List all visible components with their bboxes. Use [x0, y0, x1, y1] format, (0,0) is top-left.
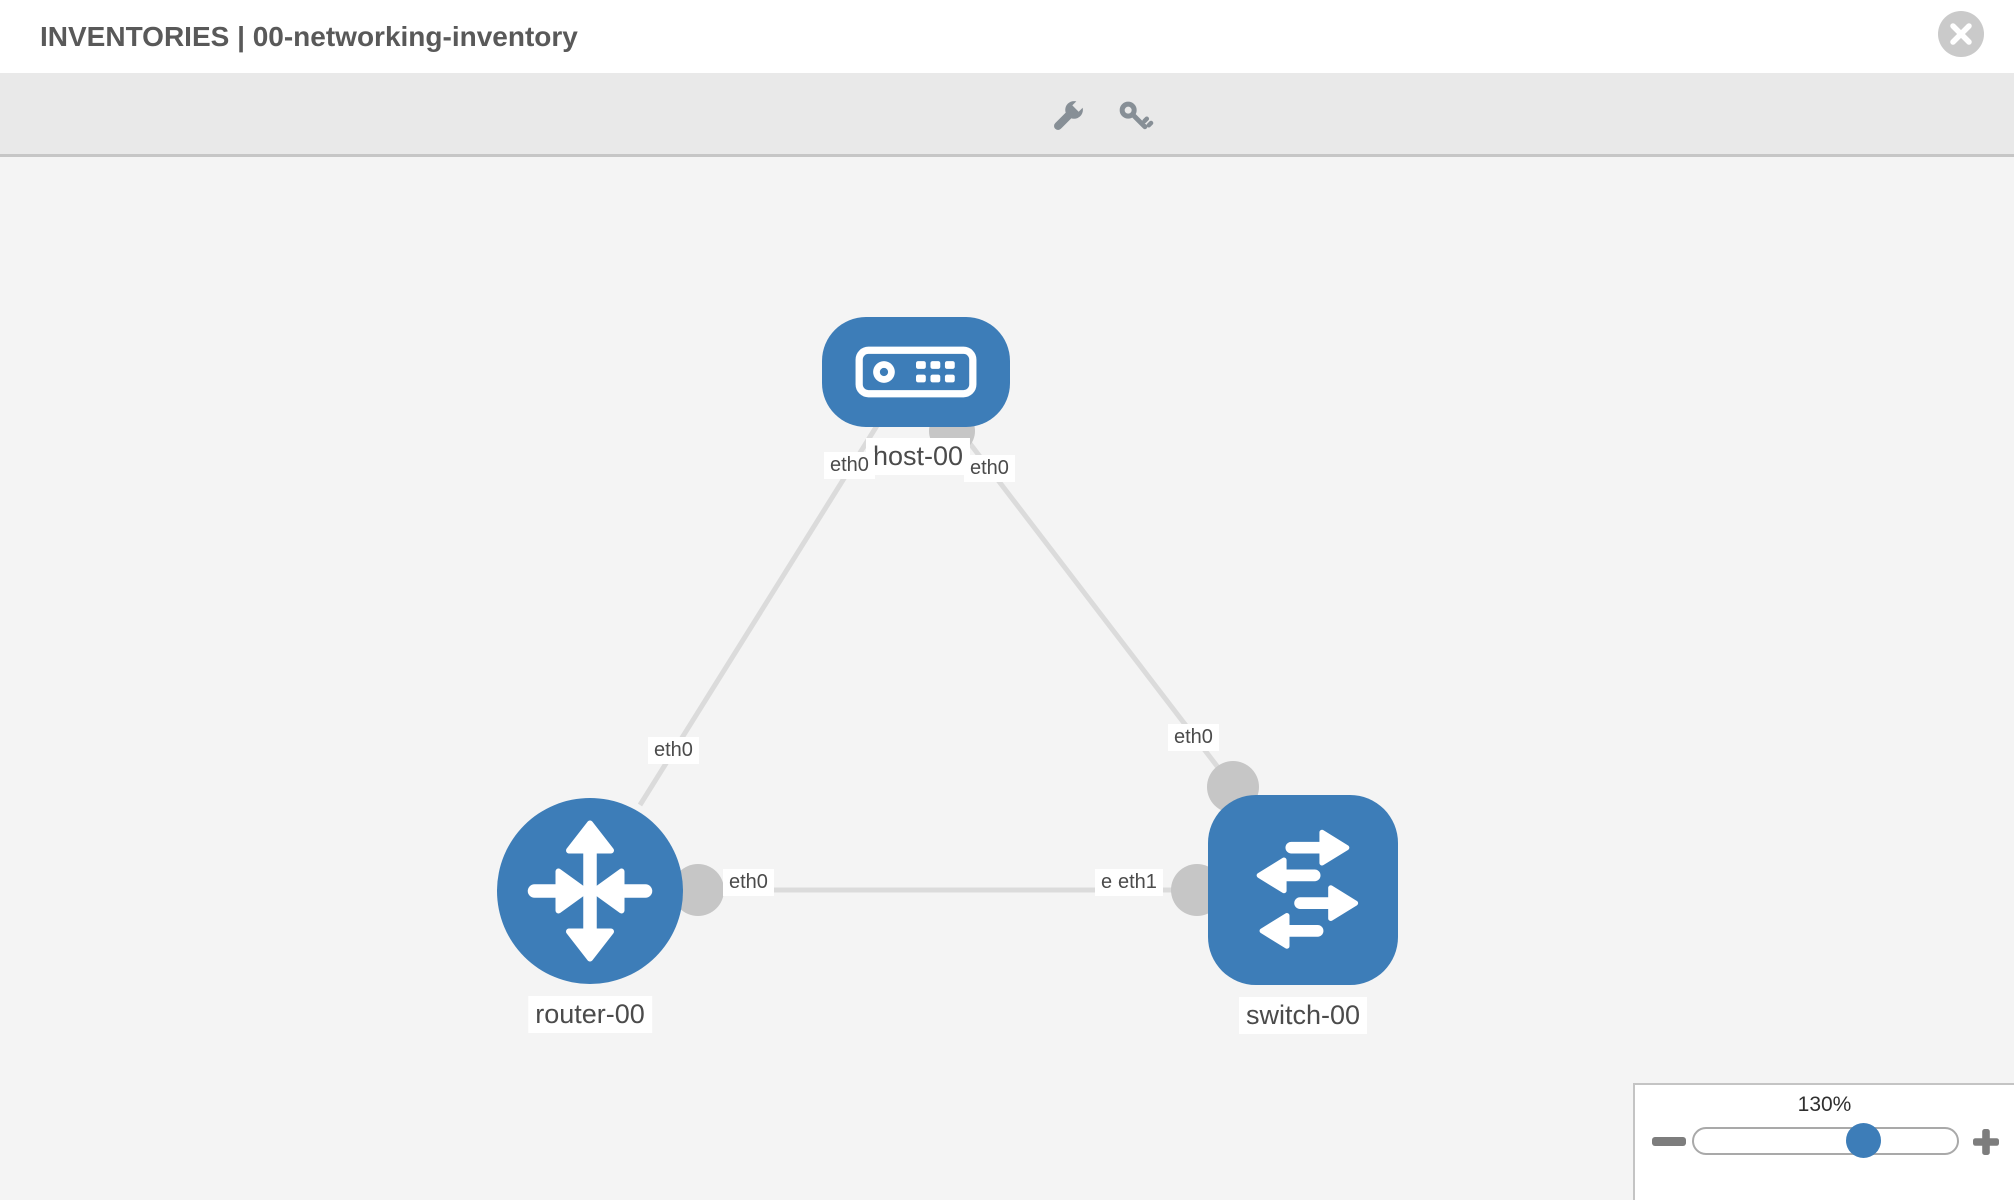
zoom-slider-thumb[interactable]: [1846, 1123, 1881, 1158]
wrench-icon: [1054, 97, 1087, 130]
page-title: INVENTORIES | 00-networking-inventory: [40, 21, 578, 52]
node-host-00[interactable]: [822, 317, 1010, 427]
interface-label-switch-eth1: eth1: [1112, 869, 1163, 896]
node-label-router: router-00: [528, 996, 652, 1033]
zoom-slider-track[interactable]: [1692, 1127, 1959, 1155]
node-router-00[interactable]: [497, 798, 683, 984]
key-icon: [1119, 101, 1154, 130]
plus-icon: [1973, 1129, 1999, 1155]
zoom-panel: 130%: [1633, 1083, 2014, 1200]
interface-label-host-eth0-right: eth0: [964, 455, 1015, 482]
zoom-out-button[interactable]: [1652, 1137, 1686, 1146]
node-label-switch: switch-00: [1238, 997, 1368, 1034]
zoom-in-button[interactable]: [1973, 1129, 1999, 1155]
interface-label-router-eth0-uplink: eth0: [648, 737, 699, 764]
close-icon: [1950, 23, 1972, 45]
interface-label-switch-eth0-uplink: eth0: [1168, 724, 1219, 751]
router-icon: [527, 820, 653, 962]
node-label-host: host-00: [865, 438, 971, 475]
zoom-value: 130%: [1797, 1093, 1852, 1116]
host-icon: [855, 346, 977, 398]
close-button[interactable]: [1938, 11, 1984, 57]
header: INVENTORIES | 00-networking-inventory: [0, 0, 2014, 73]
toolbar: [0, 73, 2014, 157]
node-switch-00[interactable]: [1208, 795, 1398, 985]
credentials-button[interactable]: [1115, 97, 1155, 137]
interface-label-router-eth0: eth0: [723, 869, 774, 896]
interface-label-host-eth0-left: eth0: [824, 452, 875, 479]
switch-icon: [1256, 829, 1359, 949]
tools-button[interactable]: [1047, 97, 1087, 137]
